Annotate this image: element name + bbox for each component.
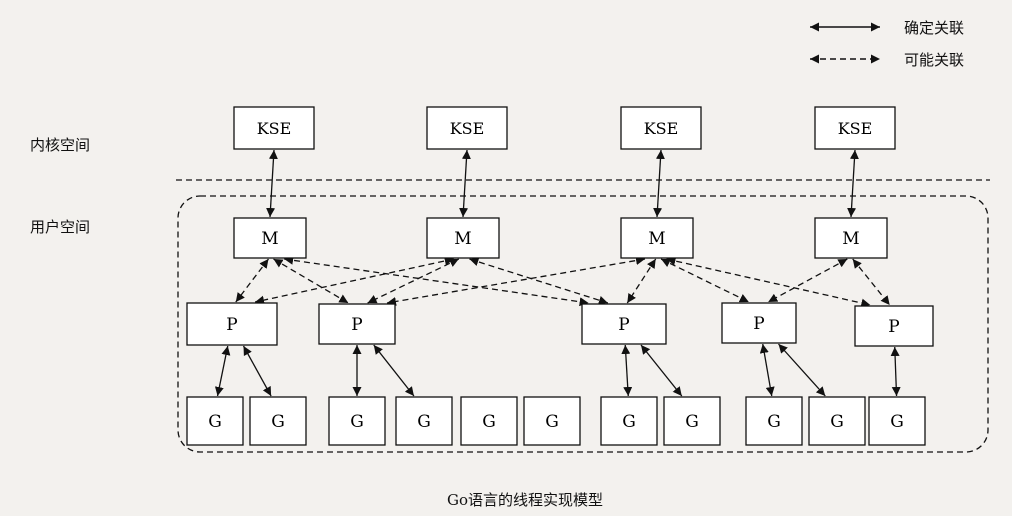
m-box-label: M: [454, 229, 471, 249]
kse-box-label: KSE: [838, 119, 873, 138]
m-box-label: M: [648, 229, 665, 249]
g-box-label: G: [890, 412, 904, 432]
g-box-label: G: [830, 412, 844, 432]
kse-m-link: [653, 149, 665, 218]
g-box-label: G: [622, 412, 636, 432]
kse-m-link: [847, 149, 859, 218]
g-box: G: [745, 396, 803, 446]
m-p-link: [852, 258, 891, 306]
p-box-label: P: [753, 314, 764, 334]
kse-box-label: KSE: [257, 119, 292, 138]
kse-box: KSE: [233, 106, 315, 150]
kse-box: KSE: [620, 106, 702, 150]
nodes: KSE KSE KSE KSE M M M M P P P P P G G G G G G G G G G G: [186, 106, 934, 446]
m-p-link: [626, 258, 657, 304]
g-box-label: G: [417, 412, 431, 432]
edges: [214, 149, 901, 397]
m-box: M: [814, 217, 888, 259]
kse-box: KSE: [426, 106, 508, 150]
g-box: G: [460, 396, 518, 446]
p-g-link: [242, 345, 272, 397]
m-p-link: [660, 258, 750, 303]
kse-box-label: KSE: [644, 119, 679, 138]
m-p-link: [273, 258, 349, 304]
m-box-label: M: [261, 229, 278, 249]
kse-box: KSE: [814, 106, 896, 150]
m-box: M: [620, 217, 694, 259]
g-box: G: [395, 396, 453, 446]
g-box: G: [328, 396, 386, 446]
g-box: G: [186, 396, 244, 446]
p-box-label: P: [888, 317, 899, 337]
legend: 确定关联 可能关联: [810, 19, 964, 69]
p-g-link: [640, 344, 683, 397]
g-box: G: [249, 396, 307, 446]
p-box: P: [854, 305, 934, 347]
kernel-space-label: 内核空间: [30, 136, 90, 154]
m-p-link: [284, 255, 589, 307]
m-p-link: [666, 256, 871, 308]
kse-m-link: [266, 149, 278, 218]
p-box-label: P: [618, 315, 629, 335]
p-g-link: [214, 345, 231, 397]
kse-m-link: [459, 149, 471, 218]
kse-box-label: KSE: [450, 119, 485, 138]
p-box-label: P: [351, 315, 362, 335]
m-p-link: [367, 258, 460, 304]
p-box: P: [186, 302, 278, 346]
m-p-link: [235, 258, 269, 303]
g-box-label: G: [482, 412, 496, 432]
p-g-link: [890, 346, 901, 397]
m-box: M: [426, 217, 500, 259]
g-box-label: G: [767, 412, 781, 432]
m-p-link: [767, 258, 848, 303]
g-box-label: G: [208, 412, 222, 432]
p-g-link: [778, 343, 826, 397]
m-p-link: [386, 256, 646, 306]
legend-solid-label: 确定关联: [904, 19, 964, 37]
p-box-label: P: [226, 315, 237, 335]
p-g-link: [621, 344, 633, 397]
m-box-label: M: [842, 229, 859, 249]
g-box-label: G: [350, 412, 364, 432]
p-box: P: [721, 302, 797, 344]
p-g-link: [373, 344, 415, 397]
m-p-link: [469, 257, 609, 305]
g-box: G: [868, 396, 926, 446]
g-box-label: G: [545, 412, 559, 432]
g-box-label: G: [685, 412, 699, 432]
user-space-label: 用户空间: [30, 218, 90, 236]
g-box-label: G: [271, 412, 285, 432]
diagram-caption: Go语言的线程实现模型: [447, 491, 603, 509]
g-box: G: [600, 396, 658, 446]
p-box: P: [581, 303, 667, 345]
p-box: P: [318, 303, 396, 345]
p-g-link: [759, 343, 775, 397]
g-box: G: [523, 396, 581, 446]
g-box: G: [663, 396, 721, 446]
legend-dashed-label: 可能关联: [904, 51, 964, 69]
user-space-boundary: [177, 195, 989, 453]
m-box: M: [233, 217, 307, 259]
g-box: G: [808, 396, 866, 446]
